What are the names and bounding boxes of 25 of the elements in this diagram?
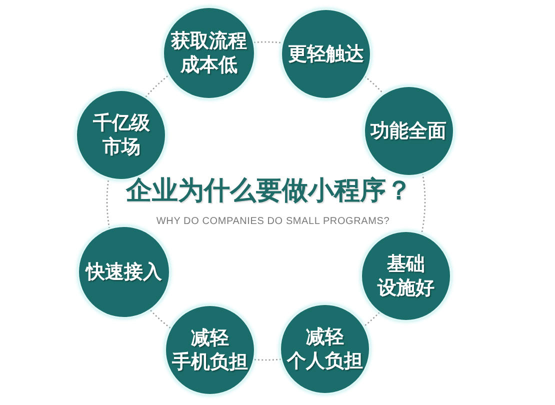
circle-label: 获取流程成本低 <box>171 28 248 77</box>
dotted-connector <box>254 41 282 44</box>
feature-circle <box>282 10 370 98</box>
circle-label: 减轻手机负担 <box>172 326 248 374</box>
feature-circle <box>362 232 450 320</box>
feature-circle <box>280 304 369 393</box>
dotted-connector <box>254 358 282 361</box>
feature-circle <box>364 86 453 175</box>
dotted-connector <box>364 76 384 94</box>
feature-circle <box>164 8 254 98</box>
feature-circle <box>166 306 254 394</box>
dotted-connector <box>145 74 170 98</box>
dotted-connector <box>150 309 171 329</box>
dotted-connector <box>106 178 110 229</box>
circle-label: 功能全面 <box>370 118 447 143</box>
dotted-connector <box>363 312 380 327</box>
circle-label: 减轻个人负担 <box>286 324 363 373</box>
circle-label: 快速接入 <box>86 260 162 284</box>
circle-label: 基础设施好 <box>378 252 435 300</box>
title: 企业为什么要做小程序？ <box>126 175 412 207</box>
circle-label: 千亿级市场 <box>92 110 150 159</box>
feature-circle <box>78 227 169 318</box>
subtitle: WHY DO COMPANIES DO SMALL PROGRAMS? <box>156 216 390 228</box>
feature-circle <box>77 90 166 179</box>
circle-label: 更轻触达 <box>288 42 364 66</box>
